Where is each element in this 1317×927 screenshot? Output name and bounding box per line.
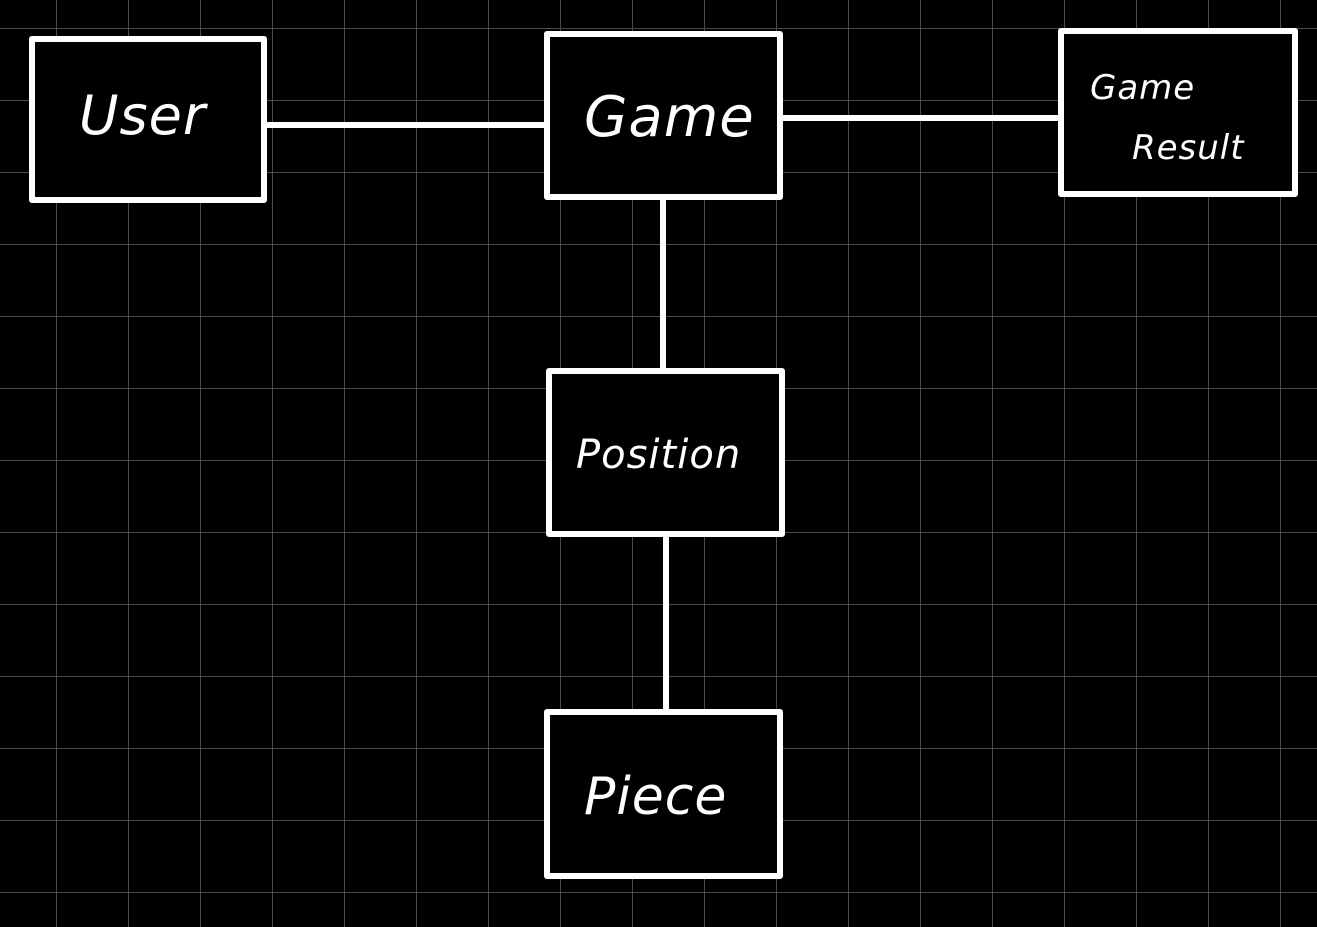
node-game-result-label-line2: Result bbox=[1132, 128, 1245, 168]
node-game-result[interactable]: Game Result bbox=[1058, 28, 1298, 197]
node-game-result-label-line1: Game bbox=[1090, 68, 1196, 108]
node-piece-label: Piece bbox=[584, 767, 728, 827]
node-piece[interactable]: Piece bbox=[544, 709, 783, 879]
node-position[interactable]: Position bbox=[546, 368, 785, 537]
node-user[interactable]: User bbox=[29, 36, 267, 203]
node-position-label: Position bbox=[576, 432, 742, 478]
node-game[interactable]: Game bbox=[544, 31, 783, 200]
node-game-label: Game bbox=[584, 85, 755, 150]
node-user-label: User bbox=[79, 84, 207, 147]
